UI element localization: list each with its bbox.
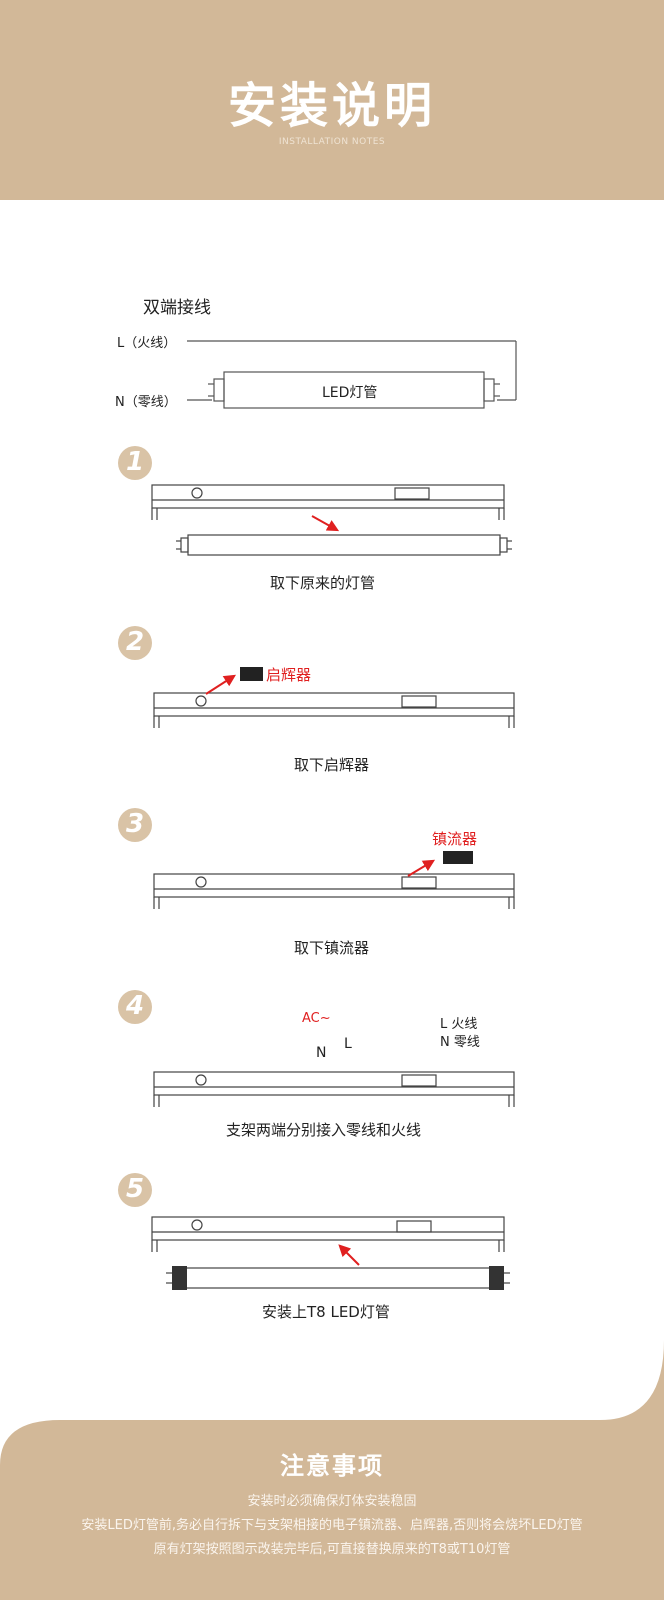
step3-ballast-icon <box>443 851 473 864</box>
step5-arrow <box>338 1244 360 1266</box>
step-badge-1 <box>118 446 152 480</box>
step-number-4: 4 <box>126 991 145 1021</box>
step2-fixture <box>153 692 515 728</box>
led-tube-label: LED灯管 <box>322 385 378 401</box>
step-number-3: 3 <box>126 809 145 839</box>
step3-arrow <box>407 859 436 877</box>
step-badge-2 <box>118 626 152 660</box>
neutral-wire-label: N（零线） <box>115 395 177 410</box>
notes-line-2: 安装LED灯管前,务必自行拆下与支架相接的电子镇流器、启辉器,否则将会烧坏LED… <box>81 1518 583 1533</box>
step4-legend-neutral: N 零线 <box>440 1035 480 1050</box>
footer-panel <box>0 1340 664 1600</box>
wiring-title: 双端接线 <box>143 298 211 318</box>
step-badge-3 <box>118 808 152 842</box>
step4-l-label: L <box>344 1036 352 1052</box>
step4-legend-live: L 火线 <box>440 1017 478 1032</box>
header-banner: 安装说明 INSTALLATION NOTES <box>0 0 664 200</box>
step2-starter-icon <box>240 667 263 681</box>
step2-caption: 取下启辉器 <box>294 756 370 774</box>
step-badge-4 <box>118 990 152 1024</box>
step1-caption: 取下原来的灯管 <box>270 574 376 592</box>
page-title: 安装说明 <box>227 78 436 134</box>
step4-ac-label: AC~ <box>302 1011 331 1026</box>
step2-arrow <box>205 674 237 695</box>
step3-fixture <box>153 873 515 909</box>
step5-led-tube <box>166 1266 510 1290</box>
step4-n-label: N <box>316 1045 327 1061</box>
step-number-5: 5 <box>126 1174 145 1204</box>
tube-cap-left <box>213 378 225 402</box>
step1-fixture <box>151 484 512 556</box>
step2-starter-label: 启辉器 <box>266 666 312 684</box>
step-badge-5 <box>118 1173 152 1207</box>
step4-caption: 支架两端分别接入零线和火线 <box>226 1121 422 1139</box>
step1-old-tube <box>187 534 501 556</box>
step-badges <box>118 446 152 1207</box>
notes-line-3: 原有灯架按照图示改装完毕后,可直接替换原来的T8或T10灯管 <box>153 1542 511 1557</box>
notes-line-1: 安装时必须确保灯体安装稳固 <box>247 1494 417 1509</box>
step5-fixture <box>151 1216 505 1252</box>
step1-arrow <box>311 515 340 532</box>
step-number-2: 2 <box>126 627 145 657</box>
step3-ballast-label: 镇流器 <box>432 830 478 848</box>
tube-cap-right <box>483 378 495 402</box>
step5-caption: 安装上T8 LED灯管 <box>262 1303 390 1321</box>
notes-title: 注意事项 <box>280 1452 384 1480</box>
page-subtitle: INSTALLATION NOTES <box>278 137 386 147</box>
step4-fixture <box>153 1071 515 1107</box>
step-number-1: 1 <box>126 447 145 477</box>
wiring-diagram <box>187 340 517 409</box>
live-wire-label: L（火线） <box>117 336 177 351</box>
step3-caption: 取下镇流器 <box>294 939 370 957</box>
